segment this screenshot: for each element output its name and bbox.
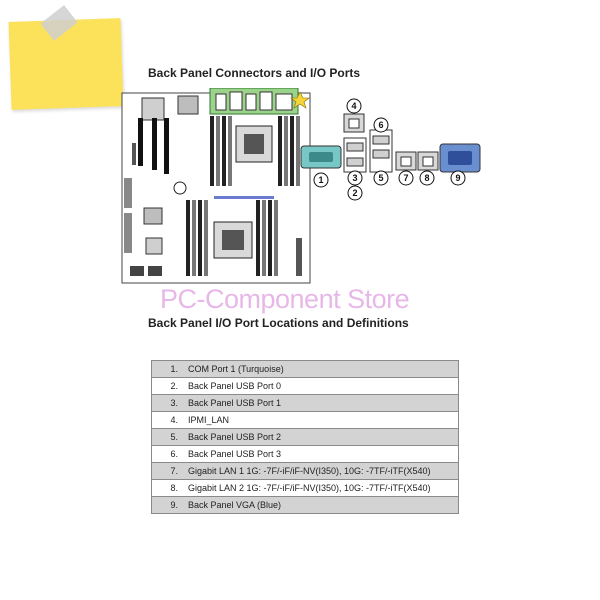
callout-number: 8	[424, 173, 429, 183]
port-number: 3.	[151, 394, 182, 412]
table-row: 3.Back Panel USB Port 1	[151, 394, 459, 412]
dimm-slots-lower	[186, 200, 278, 276]
connectors-heading: Back Panel Connectors and I/O Ports	[148, 66, 361, 80]
ipmi-lan-jack	[348, 118, 360, 129]
callout-number: 3	[352, 173, 357, 183]
lan2-jack	[422, 156, 434, 167]
board-label	[214, 196, 274, 199]
callout-number: 2	[352, 188, 357, 198]
cpu-die-2	[222, 230, 244, 250]
port-number: 4.	[151, 411, 182, 429]
chip	[177, 95, 199, 115]
port-definitions-table: 1.COM Port 1 (Turquoise) 2.Back Panel US…	[151, 360, 459, 514]
table-row: 5.Back Panel USB Port 2	[151, 428, 459, 446]
callout-6: 6	[373, 117, 389, 133]
connector-strip	[296, 238, 302, 276]
chip	[148, 266, 162, 276]
chip	[145, 237, 163, 255]
cpu-die-1	[244, 134, 264, 154]
battery	[173, 181, 187, 195]
pcie-slot	[152, 118, 157, 170]
chip	[143, 207, 163, 225]
chip	[124, 178, 132, 208]
callout-number: 5	[378, 173, 383, 183]
port-number: 9.	[151, 496, 182, 514]
lan1-jack	[400, 156, 412, 167]
callout-1: 1	[313, 172, 329, 188]
table-row: 1.COM Port 1 (Turquoise)	[151, 360, 459, 378]
port-label: IPMI_LAN	[182, 411, 459, 429]
callout-number: 9	[455, 173, 460, 183]
io-block	[229, 91, 243, 111]
callout-2: 2	[347, 185, 363, 201]
port-number: 2.	[151, 377, 182, 395]
port-label: Back Panel VGA (Blue)	[182, 496, 459, 514]
port-label: Back Panel USB Port 3	[182, 445, 459, 463]
port-label: Back Panel USB Port 2	[182, 428, 459, 446]
port-number: 1.	[151, 360, 182, 378]
callout-8: 8	[419, 170, 435, 186]
usb-port	[346, 142, 364, 152]
callout-number: 7	[403, 173, 408, 183]
chip	[124, 213, 132, 253]
locations-heading: Back Panel I/O Port Locations and Defini…	[148, 316, 409, 330]
callout-number: 6	[378, 120, 383, 130]
pcie-slot	[132, 143, 136, 165]
table-row: 8.Gigabit LAN 2 1G: -7F/-iF/iF-NV(I350),…	[151, 479, 459, 497]
port-label: COM Port 1 (Turquoise)	[182, 360, 459, 378]
port-number: 6.	[151, 445, 182, 463]
dimm-slots-upper	[210, 116, 300, 186]
usb-port	[346, 157, 364, 167]
callout-9: 9	[450, 170, 466, 186]
io-block	[215, 93, 227, 111]
callout-4: 4	[346, 98, 362, 114]
sticky-note	[8, 18, 124, 110]
highlight-star	[290, 91, 310, 109]
callout-5: 5	[373, 170, 389, 186]
pcie-slot	[138, 118, 143, 166]
callout-7: 7	[398, 170, 414, 186]
table-row: 2.Back Panel USB Port 0	[151, 377, 459, 395]
port-number: 7.	[151, 462, 182, 480]
table-row: 9.Back Panel VGA (Blue)	[151, 496, 459, 514]
watermark: PC-Component Store	[160, 284, 410, 314]
vga-port-pins	[448, 151, 472, 165]
table-row: 6.Back Panel USB Port 3	[151, 445, 459, 463]
chip	[141, 97, 165, 121]
motherboard-diagram: 1 2 3 4 5 6 7 8 9	[121, 88, 481, 284]
port-number: 5.	[151, 428, 182, 446]
callout-number: 1	[318, 175, 323, 185]
io-block	[259, 91, 273, 111]
callout-3: 3	[347, 170, 363, 186]
port-label: Back Panel USB Port 0	[182, 377, 459, 395]
table-row: 7.Gigabit LAN 1 1G: -7F/-iF/iF-NV(I350),…	[151, 462, 459, 480]
com-port-pins	[309, 152, 333, 162]
callout-number: 4	[351, 101, 356, 111]
pcie-slot	[164, 118, 169, 174]
usb-port	[372, 135, 390, 145]
port-number: 8.	[151, 479, 182, 497]
io-block	[245, 93, 257, 111]
port-label: Back Panel USB Port 1	[182, 394, 459, 412]
chip	[130, 266, 144, 276]
port-label: Gigabit LAN 2 1G: -7F/-iF/iF-NV(I350), 1…	[182, 479, 459, 497]
io-block	[275, 93, 293, 111]
port-label: Gigabit LAN 1 1G: -7F/-iF/iF-NV(I350), 1…	[182, 462, 459, 480]
table-row: 4.IPMI_LAN	[151, 411, 459, 429]
usb-port	[372, 149, 390, 159]
